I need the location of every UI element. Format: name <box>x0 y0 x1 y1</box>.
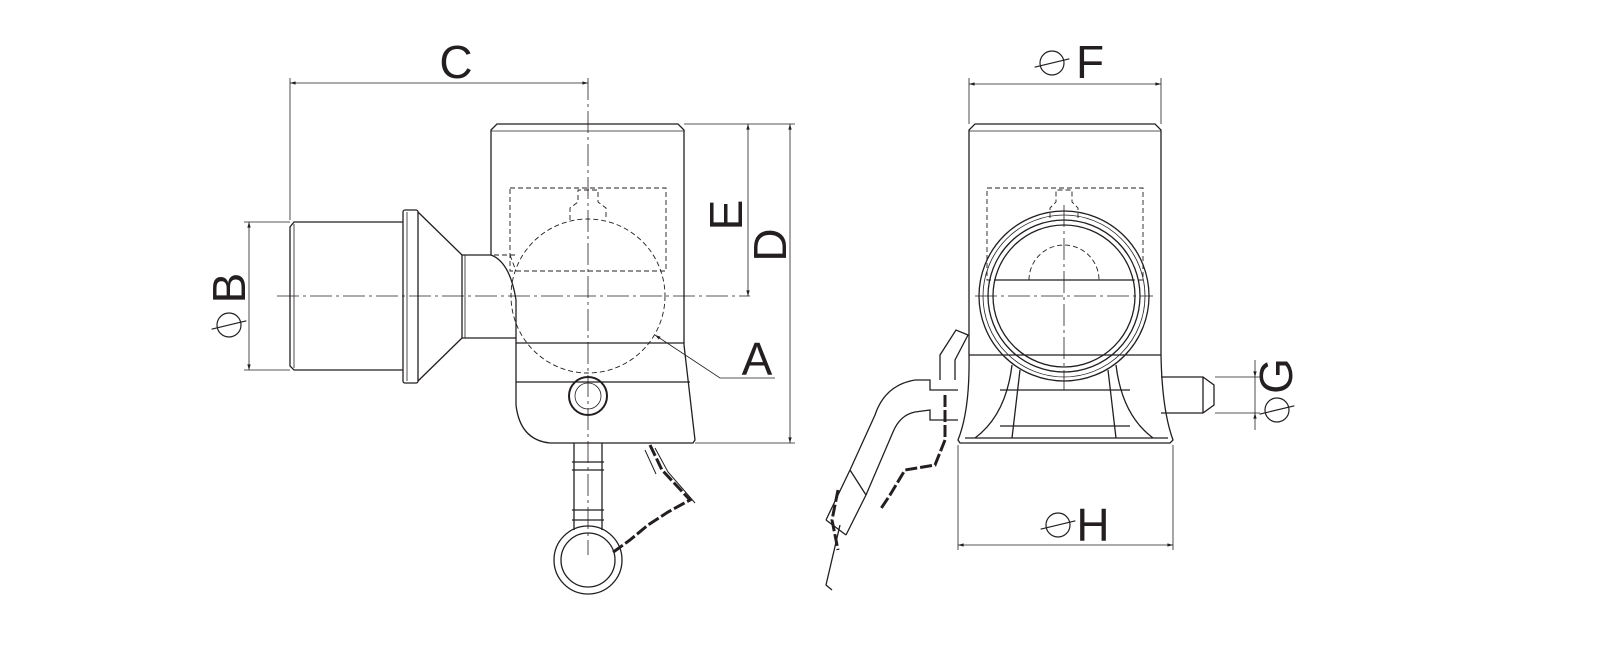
side-hidden-bore <box>462 254 517 272</box>
side-neck <box>461 254 516 339</box>
side-chain-links <box>644 447 696 504</box>
side-cone <box>417 211 463 382</box>
side-tube <box>289 221 403 371</box>
side-flange <box>402 209 419 384</box>
front-base-supports <box>974 364 1154 439</box>
diameter-symbol-icon <box>1259 397 1295 423</box>
front-base <box>957 354 1174 444</box>
front-body-outline <box>968 123 1162 355</box>
dimension-a-leader <box>654 334 775 379</box>
dimension-label-e: E <box>700 200 752 231</box>
front-hidden-cavity <box>986 187 1144 281</box>
side-pull-ring <box>553 525 623 595</box>
diameter-symbol-icon <box>211 312 247 338</box>
diameter-symbol-icon <box>1040 512 1076 538</box>
front-chain <box>878 395 947 511</box>
dimension-label-f: F <box>1076 36 1104 88</box>
front-side-pin <box>1161 376 1215 414</box>
front-elbow-hose <box>849 379 958 496</box>
dimension-label-g: G <box>1250 358 1302 394</box>
front-hose-latch <box>939 329 969 380</box>
side-view: C B E D A <box>203 36 796 595</box>
front-view: F G H <box>825 36 1302 591</box>
front-chain-lower <box>830 489 840 551</box>
dimension-label-c: C <box>439 36 472 88</box>
dimension-label-a: A <box>742 333 773 385</box>
diameter-symbol-icon <box>1034 50 1070 76</box>
side-chain <box>611 444 693 555</box>
side-body-outline <box>490 123 696 444</box>
front-hose-end <box>825 469 867 591</box>
dimension-label-b: B <box>203 273 255 304</box>
dimension-label-h: H <box>1076 499 1109 551</box>
front-hidden-nipple <box>1049 189 1079 218</box>
dimension-label-d: D <box>744 228 796 261</box>
